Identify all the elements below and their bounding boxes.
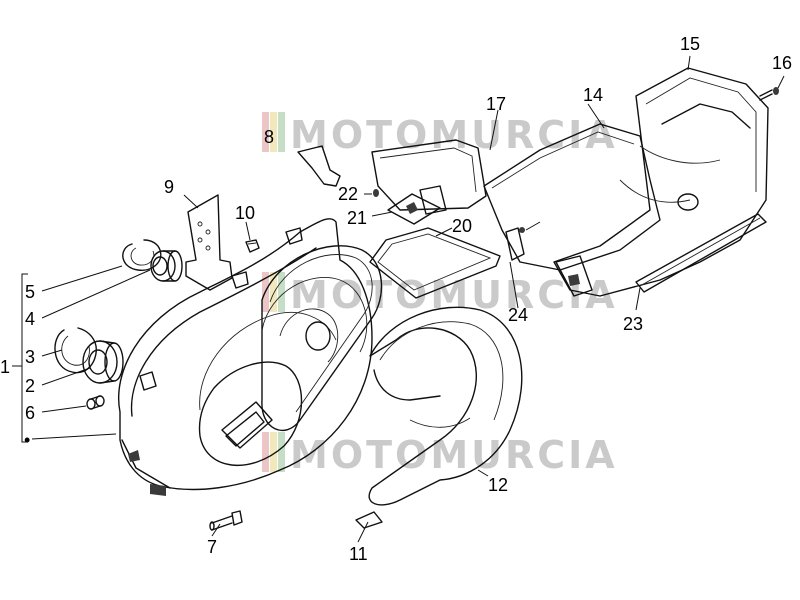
rubber-grommet [245, 239, 260, 253]
small-bracket [297, 145, 341, 187]
label-part-6: 6 [25, 403, 35, 423]
watermark-logo-top: MOTOMURCIA [262, 112, 618, 157]
clip-22 [373, 189, 379, 197]
watermark-bottom: MOTOMURCIA [290, 433, 618, 477]
drive-belt [261, 245, 383, 431]
label-part-10: 10 [235, 203, 255, 223]
label-part-21: 21 [347, 208, 367, 228]
label-part-9: 9 [164, 177, 174, 197]
seal-strip [635, 213, 767, 293]
cover-bolt [209, 510, 243, 531]
circlip-lower [54, 327, 97, 374]
label-part-3: 3 [25, 347, 35, 367]
label-part-12: 12 [488, 475, 508, 495]
label-part-15: 15 [680, 34, 700, 54]
part-numbers: 1 2 3 4 5 6 • 7 8 9 10 11 12 14 15 16 17… [0, 34, 792, 564]
hose-clip [505, 227, 525, 261]
label-part-1: 1 [0, 357, 10, 377]
label-part-16: 16 [772, 53, 792, 73]
label-part-14: 14 [583, 85, 603, 105]
dowel-pin [86, 395, 105, 410]
label-part-8: 8 [264, 127, 274, 147]
label-part-11: 11 [349, 544, 368, 564]
label-part-7: 7 [207, 537, 217, 557]
gasket [369, 227, 501, 299]
label-part-4: 4 [25, 309, 35, 329]
label-part-2: 2 [25, 376, 35, 396]
label-part-17: 17 [486, 94, 506, 114]
intake-duct [371, 139, 487, 215]
bearing-lower [82, 340, 124, 384]
label-part-23: 23 [623, 314, 643, 334]
label-bullet: • [24, 430, 30, 450]
watermark-top: MOTOMURCIA [290, 113, 618, 157]
inner-cover [355, 306, 523, 529]
bracket-plate [185, 194, 233, 291]
watermark-group: MOTOMURCIA MOTOMURCIA MOTOMURCIA [262, 112, 618, 477]
label-part-5: 5 [25, 282, 35, 302]
watermark-middle: MOTOMURCIA [290, 273, 618, 317]
air-box [483, 67, 769, 297]
filter-plate [387, 193, 441, 225]
watermark-logo-bottom: MOTOMURCIA [262, 432, 618, 477]
bearing-upper [150, 250, 183, 282]
label-part-24: 24 [508, 305, 528, 325]
label-part-22: 22 [338, 184, 358, 204]
leader-lines [12, 55, 785, 543]
label-part-20: 20 [452, 216, 472, 236]
watermark-logo-middle: MOTOMURCIA [262, 272, 618, 317]
screw-16 [759, 87, 779, 101]
